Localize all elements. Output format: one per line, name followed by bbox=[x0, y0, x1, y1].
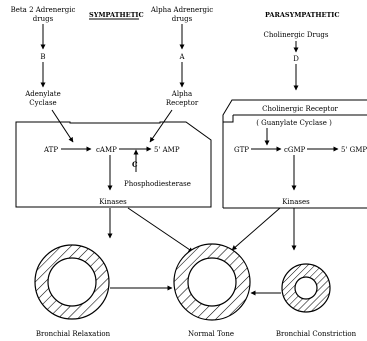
guanylate-cyclase-label: ( Guanylate Cyclase ) bbox=[256, 119, 332, 127]
parasympathetic-header: PARASYMPATHETIC bbox=[265, 11, 340, 19]
parasympathetic-cell-box-outer bbox=[222, 99, 367, 208]
alpha-drugs-line1: Alpha Adrenergic bbox=[150, 6, 213, 14]
letter-d: D bbox=[293, 55, 299, 63]
arrow-alpha-receptor-to-camp bbox=[149, 109, 173, 143]
alpha-receptor-line2: Receptor bbox=[166, 99, 199, 107]
sympathetic-kinases-label: Kinases bbox=[99, 198, 127, 206]
arrow-adenylate-to-camp bbox=[51, 109, 74, 143]
bronchial-relaxation-label: Bronchial Relaxation bbox=[36, 330, 111, 338]
letter-c: C bbox=[132, 160, 138, 169]
normal-tone-ring bbox=[173, 243, 251, 321]
bronchial-constriction-label: Bronchial Constriction bbox=[276, 330, 357, 338]
adenylate-cyclase-line2: Cyclase bbox=[29, 99, 56, 107]
normal-tone-label: Normal Tone bbox=[188, 330, 234, 338]
bronchial-constriction-ring bbox=[281, 263, 331, 313]
beta2-drugs-line1: Beta 2 Adrenergic bbox=[11, 6, 76, 14]
phosphodiesterase-label: Phosphodiesterase bbox=[124, 180, 191, 188]
letter-b: B bbox=[40, 53, 45, 61]
alpha-receptor-line1: Alpha bbox=[171, 90, 192, 98]
five-amp-label: 5' AMP bbox=[154, 146, 180, 154]
five-gmp-label: 5' GMP bbox=[341, 146, 367, 154]
letter-a: A bbox=[178, 53, 185, 61]
parasympathetic-kinases-label: Kinases bbox=[282, 198, 310, 206]
cholinergic-drugs-label: Cholinergic Drugs bbox=[264, 31, 329, 39]
alpha-drugs-line2: drugs bbox=[172, 15, 193, 23]
cholinergic-receptor-label: Cholinergic Receptor bbox=[262, 105, 338, 113]
camp-label: cAMP bbox=[96, 146, 117, 154]
bronchial-relaxation-ring bbox=[34, 244, 110, 320]
sympathetic-cell-box bbox=[15, 121, 212, 208]
cgmp-label: cGMP bbox=[284, 146, 306, 154]
arrow-para-kinases-to-normal bbox=[231, 207, 281, 251]
parasympathetic-inner-corner bbox=[223, 115, 234, 123]
gtp-label: GTP bbox=[234, 146, 249, 154]
arrow-sym-kinases-to-normal bbox=[127, 207, 194, 253]
beta2-drugs-line2: drugs bbox=[33, 15, 54, 23]
sympathetic-header: SYMPATHETIC bbox=[89, 11, 144, 19]
atp-label: ATP bbox=[43, 146, 58, 154]
adenylate-cyclase-line1: Adenylate bbox=[24, 90, 61, 98]
